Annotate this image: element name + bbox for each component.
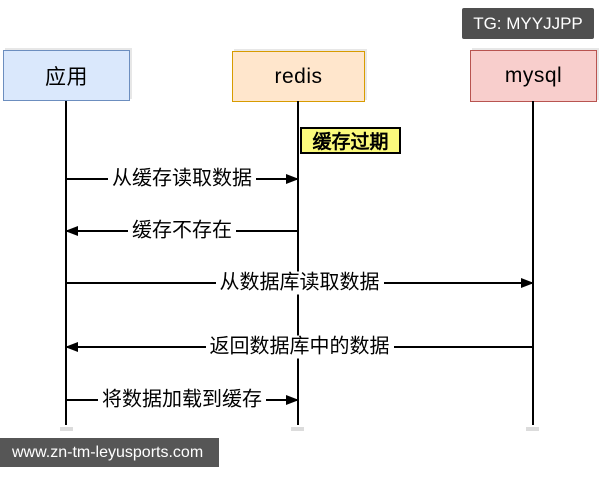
actor-box-mysql: mysql bbox=[470, 50, 597, 102]
actor-label-mysql: mysql bbox=[504, 64, 563, 87]
actor-box-app: 应用 bbox=[3, 50, 130, 101]
actor-label-app: 应用 bbox=[45, 65, 88, 89]
note-cache-expired: 缓存过期 bbox=[300, 127, 401, 154]
arrowhead-right-icon bbox=[286, 174, 299, 184]
arrowhead-left-icon bbox=[65, 226, 78, 236]
message-label: 从数据库读取数据 bbox=[215, 271, 384, 295]
message-cache-missing: 缓存不存在 bbox=[65, 219, 298, 243]
lifeline-end-stub-mysql bbox=[526, 427, 539, 431]
message-label: 从缓存读取数据 bbox=[108, 167, 256, 191]
lifeline-end-stub-redis bbox=[291, 427, 304, 431]
telegram-watermark-text: TG: MYYJJPP bbox=[473, 13, 583, 33]
message-label: 缓存不存在 bbox=[128, 219, 236, 243]
arrowhead-right-icon bbox=[286, 395, 299, 405]
message-label: 将数据加载到缓存 bbox=[98, 388, 266, 412]
actor-box-redis: redis bbox=[232, 51, 365, 102]
message-read-from-cache: 从缓存读取数据 bbox=[66, 167, 299, 191]
lifeline-redis bbox=[297, 101, 299, 425]
note-label: 缓存过期 bbox=[312, 132, 389, 153]
message-read-from-database: 从数据库读取数据 bbox=[66, 271, 534, 295]
actor-label-redis: redis bbox=[274, 64, 323, 88]
lifeline-mysql bbox=[532, 101, 534, 425]
arrowhead-left-icon bbox=[65, 342, 78, 352]
website-watermark-text: www.zn-tm-leyusports.com bbox=[12, 443, 204, 461]
lifeline-app bbox=[65, 101, 67, 425]
telegram-watermark-badge: TG: MYYJJPP bbox=[462, 8, 594, 39]
message-return-database-data: 返回数据库中的数据 bbox=[65, 335, 533, 359]
arrowhead-right-icon bbox=[521, 278, 534, 288]
lifeline-end-stub-app bbox=[60, 427, 73, 431]
message-label: 返回数据库中的数据 bbox=[205, 335, 394, 359]
message-load-into-cache: 将数据加载到缓存 bbox=[66, 388, 299, 412]
website-watermark-badge: www.zn-tm-leyusports.com bbox=[0, 438, 219, 467]
